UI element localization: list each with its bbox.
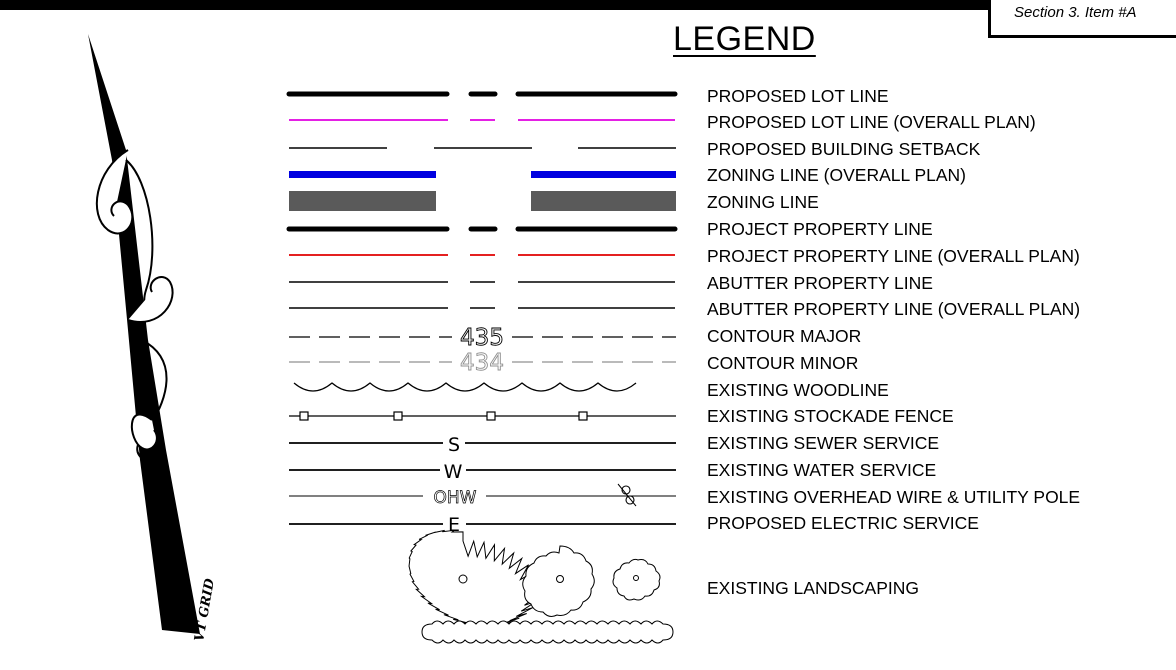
sewer-code: S	[448, 434, 460, 456]
contour-minor-value: 434	[460, 350, 504, 376]
symbol-overhead-wire: OHW	[289, 483, 676, 508]
legend-label: CONTOUR MINOR	[707, 353, 859, 373]
symbol-existing-woodline	[293, 382, 637, 392]
symbol-landscaping	[408, 529, 674, 644]
legend-label: EXISTING WOODLINE	[707, 380, 889, 400]
legend-label: PROPOSED BUILDING SETBACK	[707, 139, 981, 159]
legend-label: EXISTING WATER SERVICE	[707, 460, 937, 480]
legend-label: ABUTTER PROPERTY LINE	[707, 273, 933, 293]
symbol-contour-minor: 434	[289, 350, 676, 376]
north-arrow-scroll-lower	[130, 413, 158, 451]
section-label: Section 3. Item #A	[1014, 4, 1137, 21]
legend-title: LEGEND	[673, 20, 816, 58]
hedge-icon	[421, 620, 674, 644]
symbol-sewer-service: S	[289, 434, 676, 456]
overhead-code: OHW	[434, 488, 477, 508]
legend-label: ZONING LINE	[707, 192, 819, 212]
legend-label: PROPOSED LOT LINE	[707, 86, 889, 106]
legend-label: ABUTTER PROPERTY LINE (OVERALL PLAN)	[707, 299, 1081, 319]
symbol-water-service: W	[289, 461, 676, 483]
north-arrow-ribbon	[127, 276, 174, 323]
legend-label: PROJECT PROPERTY LINE	[707, 219, 933, 239]
symbol-zoning-line-overall	[289, 171, 676, 178]
utility-pole-icon	[617, 483, 637, 507]
legend-label: PROPOSED ELECTRIC SERVICE	[707, 513, 979, 533]
north-arrow-icon: VT GRID	[88, 34, 218, 643]
symbol-contour-major: 435	[289, 325, 676, 351]
legend-label: EXISTING SEWER SERVICE	[707, 433, 940, 453]
title-block-top-border	[0, 0, 990, 10]
legend-label: PROJECT PROPERTY LINE (OVERALL PLAN)	[707, 246, 1080, 266]
water-code: W	[444, 461, 463, 483]
legend-label: CONTOUR MAJOR	[707, 326, 862, 346]
section-label-box	[988, 0, 1176, 38]
legend-label: PROPOSED LOT LINE (OVERALL PLAN)	[707, 112, 1036, 132]
north-arrow-scroll-upper	[95, 149, 134, 235]
legend-label: EXISTING OVERHEAD WIRE & UTILITY POLE	[707, 487, 1081, 507]
legend-label: EXISTING LANDSCAPING	[707, 578, 919, 598]
legend-label: ZONING LINE (OVERALL PLAN)	[707, 165, 966, 185]
symbol-stockade-fence	[289, 411, 676, 421]
symbol-zoning-line	[289, 191, 676, 211]
legend-label: EXISTING STOCKADE FENCE	[707, 406, 954, 426]
contour-major-value: 435	[460, 325, 504, 351]
